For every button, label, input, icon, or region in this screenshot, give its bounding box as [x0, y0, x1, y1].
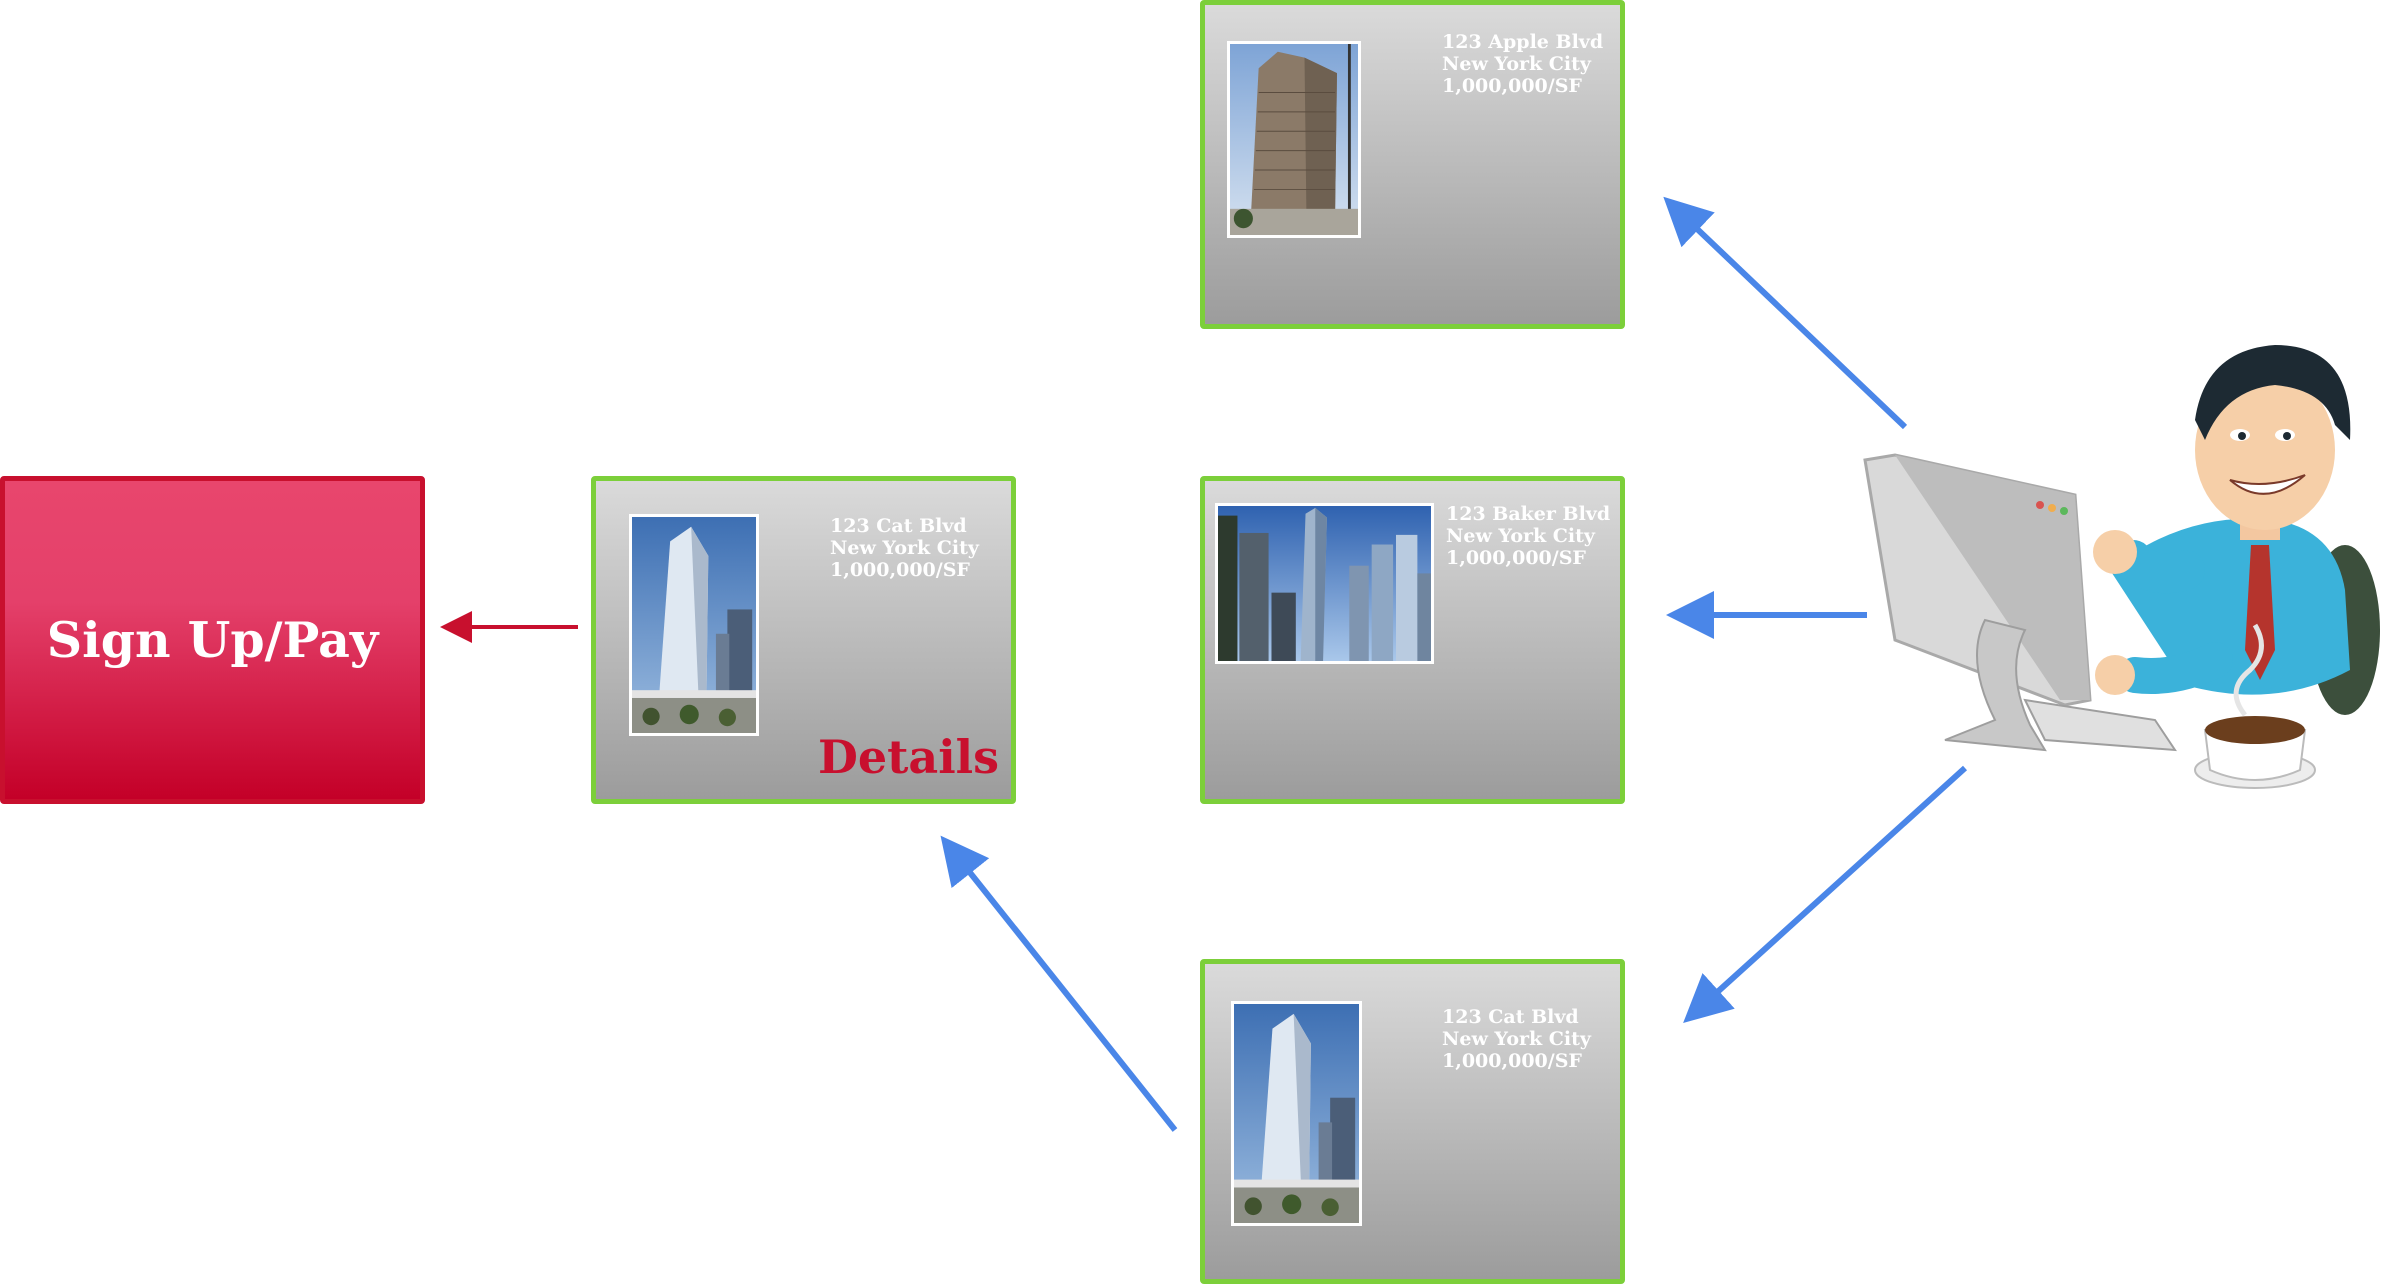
listing-card-cat[interactable]: 123 Cat Blvd New York City 1,000,000/SF: [1200, 959, 1625, 1284]
listing-address: 123 Baker Blvd: [1446, 503, 1611, 525]
arrow-to-top-card: [1663, 196, 1908, 430]
arrow-to-detail-card: [940, 835, 1178, 1132]
signup-pay-button[interactable]: Sign Up/Pay: [0, 476, 425, 804]
listing-info-baker: 123 Baker Blvd New York City 1,000,000/S…: [1446, 503, 1610, 569]
listing-card-apple[interactable]: 123 Apple Blvd New York City 1,000,000/S…: [1200, 0, 1625, 329]
listing-size: 1,000,000/SF: [1442, 75, 1582, 97]
listing-city: New York City: [1442, 1028, 1591, 1050]
arrow-to-bottom-card: [1683, 765, 1968, 1024]
building-photo-cat-blvd: [629, 514, 759, 736]
listing-size: 1,000,000/SF: [1442, 1050, 1582, 1072]
listing-city: New York City: [1446, 525, 1595, 547]
listing-city: New York City: [830, 537, 979, 559]
building-photo-baker-blvd: [1215, 503, 1434, 664]
businessman-at-computer-icon: [1863, 345, 2380, 789]
listing-address: 123 Apple Blvd: [1442, 31, 1604, 53]
signup-pay-label: Sign Up/Pay: [46, 611, 379, 669]
listing-info-detail: 123 Cat Blvd New York City 1,000,000/SF: [830, 515, 979, 581]
building-photo-cat-blvd: [1231, 1001, 1362, 1226]
listing-info-apple: 123 Apple Blvd New York City 1,000,000/S…: [1442, 31, 1603, 97]
listing-address: 123 Cat Blvd: [830, 515, 967, 537]
listing-size: 1,000,000/SF: [1446, 547, 1586, 569]
coffee-cup-icon: [2194, 623, 2316, 789]
listing-info-cat: 123 Cat Blvd New York City 1,000,000/SF: [1442, 1006, 1591, 1072]
listing-card-detail[interactable]: 123 Cat Blvd New York City 1,000,000/SF …: [591, 476, 1016, 804]
listing-address: 123 Cat Blvd: [1442, 1006, 1579, 1028]
listing-city: New York City: [1442, 53, 1591, 75]
details-link[interactable]: Details: [818, 730, 1000, 784]
building-photo-apple-blvd: [1227, 41, 1361, 238]
listing-size: 1,000,000/SF: [830, 559, 970, 581]
listing-card-baker[interactable]: 123 Baker Blvd New York City 1,000,000/S…: [1200, 476, 1625, 804]
